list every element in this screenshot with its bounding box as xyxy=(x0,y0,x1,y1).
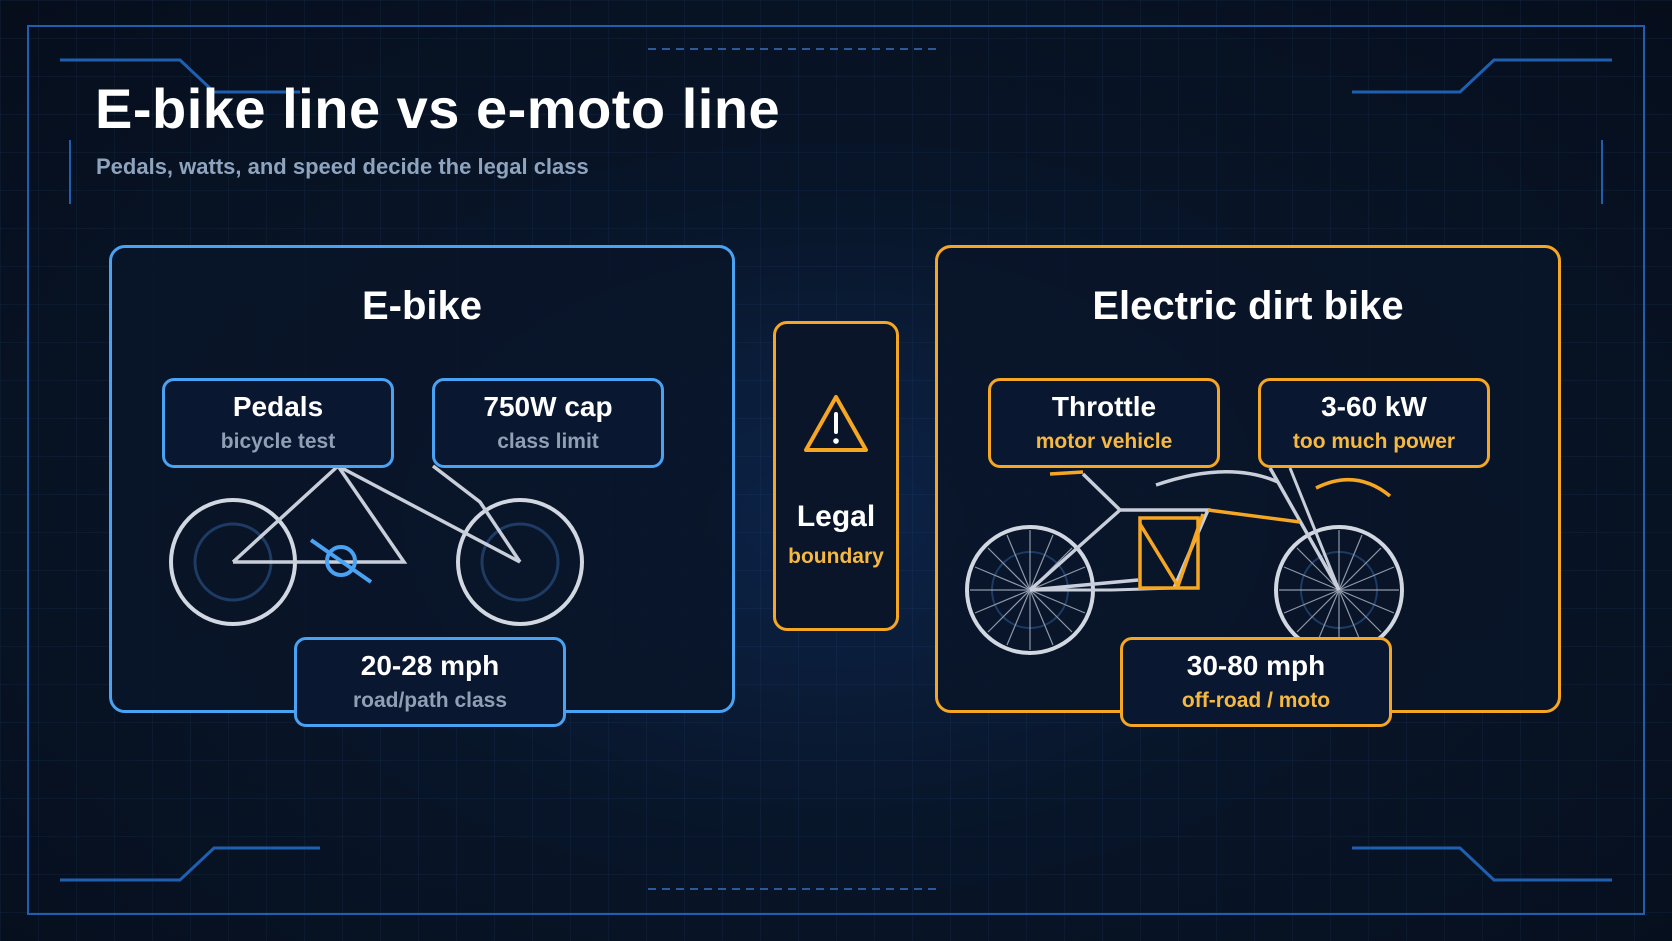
moto-power-tag-sublabel: too much power xyxy=(1292,430,1456,453)
ebike-speed-tag-label: 20-28 mph xyxy=(360,650,500,681)
ebike-panel: E-bike Pedals bicycle test 750W cap clas… xyxy=(109,245,735,727)
moto-speed-tag-sublabel: off-road / moto xyxy=(1181,689,1331,712)
power-cap-tag-label: 750W cap xyxy=(483,391,613,422)
dirtbike-panel: Electric dirt bike xyxy=(935,245,1561,727)
moto-speed-tag-label: 30-80 mph xyxy=(1186,650,1326,681)
throttle-tag-sublabel: motor vehicle xyxy=(1035,430,1173,453)
boundary-label: Legal xyxy=(796,500,876,533)
power-cap-tag: 750W cap class limit xyxy=(432,378,664,468)
page-title: E-bike line vs e-moto line xyxy=(95,77,781,140)
dirtbike-panel-title: Electric dirt bike xyxy=(1092,284,1404,328)
moto-speed-tag: 30-80 mph off-road / moto xyxy=(1120,637,1392,727)
ebike-panel-title: E-bike xyxy=(361,284,483,328)
throttle-tag-label: Throttle xyxy=(1051,391,1157,422)
throttle-tag: Throttle motor vehicle xyxy=(988,378,1220,468)
legal-boundary-box: Legal boundary xyxy=(773,321,899,631)
power-cap-tag-sublabel: class limit xyxy=(497,430,599,453)
ebike-speed-tag-sublabel: road/path class xyxy=(352,689,508,712)
moto-power-tag: 3-60 kW too much power xyxy=(1258,378,1490,468)
pedals-tag-label: Pedals xyxy=(232,391,324,422)
moto-power-tag-label: 3-60 kW xyxy=(1321,391,1427,422)
pedals-tag: Pedals bicycle test xyxy=(162,378,394,468)
warning-triangle-icon xyxy=(804,395,868,452)
ebike-speed-tag: 20-28 mph road/path class xyxy=(294,637,566,727)
boundary-sublabel: boundary xyxy=(788,545,884,568)
pedals-tag-sublabel: bicycle test xyxy=(220,430,336,453)
page-subtitle: Pedals, watts, and speed decide the lega… xyxy=(96,154,589,179)
